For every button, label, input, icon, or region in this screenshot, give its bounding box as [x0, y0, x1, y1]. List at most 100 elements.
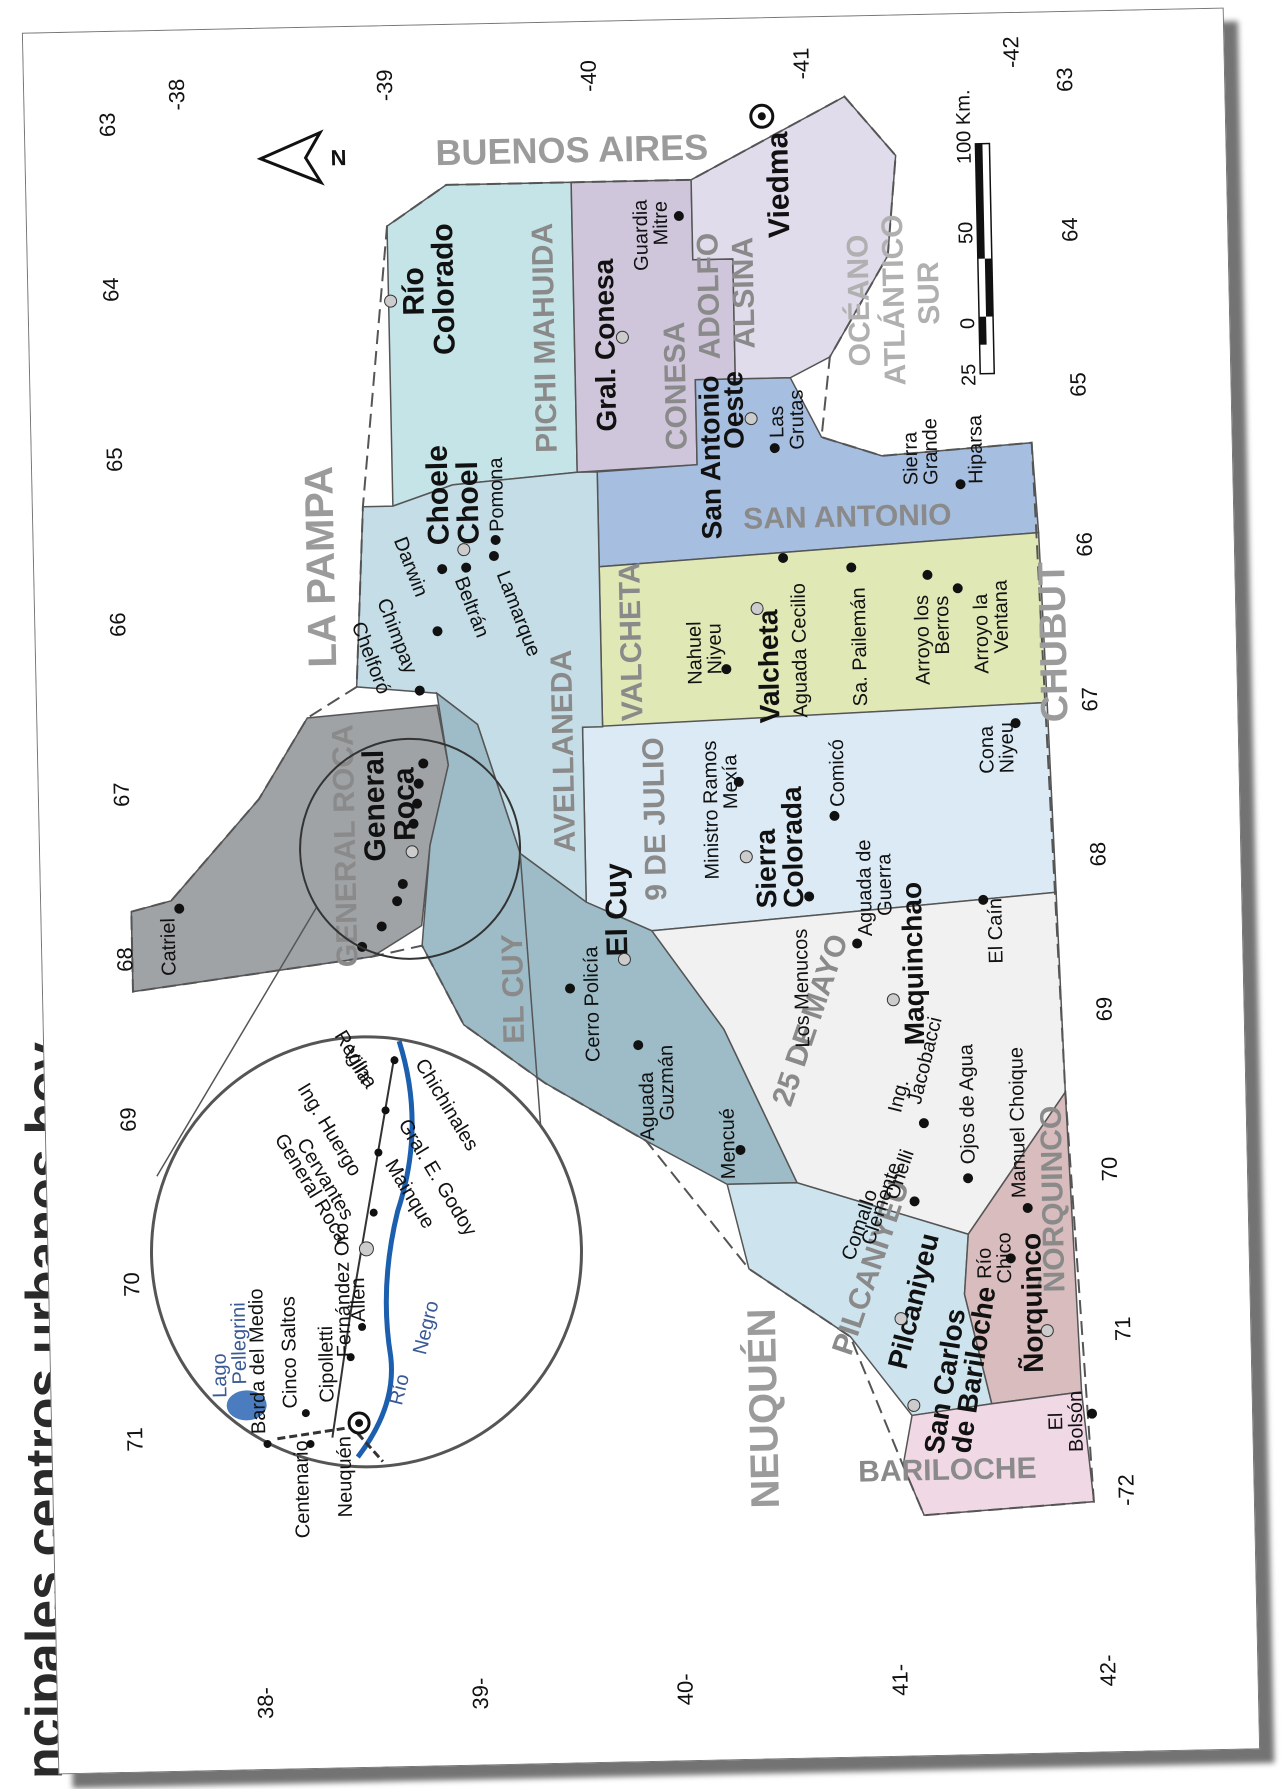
inset-allen: Allen — [347, 1277, 370, 1322]
lat-left-39: 39- — [467, 1677, 493, 1709]
map-canvas[interactable]: BUENOS AIRES LA PAMPA NEUQUÉN CHUBUT OCÉ… — [22, 8, 1260, 1774]
town-dot-icon — [369, 1208, 378, 1217]
town-catriel: Catriel — [157, 918, 180, 976]
department-seat-icon — [739, 850, 753, 864]
town-dot-icon — [408, 818, 419, 829]
town-aguada-cecilio: Aguada Cecilio — [788, 583, 813, 718]
lago-pellegrini — [226, 1390, 267, 1421]
lon-bottom-68: 68 — [1085, 842, 1111, 867]
town-dot-icon — [301, 1409, 310, 1418]
neighbor-chubut: CHUBUT — [1031, 561, 1076, 722]
seat-sierra: Sierra — [750, 828, 783, 908]
ocean-label: OCÉANO ATLÁNTICO SUR — [840, 214, 946, 386]
seat-gral-conesa: Gral. Conesa — [588, 258, 623, 432]
town-dot-icon — [735, 1144, 746, 1155]
town-niyeu: Niyeu — [703, 623, 726, 675]
capital-city-icon-center — [355, 1419, 364, 1428]
railway-line — [331, 1056, 396, 1438]
zoom-source-circle — [299, 737, 522, 960]
lon-bottom-63: 63 — [1052, 67, 1078, 92]
town-ministro-ramos: Ministro Ramos — [699, 740, 724, 879]
town-dot-icon — [432, 626, 443, 637]
seat-san-antonio: San Antonio — [693, 375, 727, 539]
inset-pellegrini: Pellegrini — [228, 1302, 252, 1385]
lon-bottom-69: 69 — [1091, 997, 1117, 1022]
scale-tick-25: 25 — [958, 364, 980, 387]
town-dot-icon — [488, 551, 499, 562]
town-dot-icon — [909, 1196, 920, 1207]
town-cona-niyeu: Niyeu — [996, 722, 1019, 774]
town-dot-icon — [955, 479, 966, 490]
town-dot-icon — [390, 1056, 399, 1065]
scale-tick-50: 50 — [955, 222, 977, 245]
ocean-line-2: ATLÁNTICO — [875, 214, 913, 386]
department-seat-icon — [405, 845, 419, 859]
town-sierra-grande-1: Sierra — [899, 431, 922, 486]
department-seat-icon — [744, 412, 758, 426]
lon-top-70: 70 — [119, 1272, 145, 1297]
town-dot-icon — [381, 1106, 390, 1115]
town-guzman: Guzmán — [655, 1045, 679, 1121]
department-seat-icon — [615, 330, 629, 344]
town-grutas: Grutas — [786, 389, 809, 449]
department-seat-icon — [617, 952, 631, 966]
town-las: Las — [766, 406, 789, 439]
department-seat-icon — [384, 294, 398, 308]
neighbor-la-pampa: LA PAMPA — [297, 466, 345, 668]
town-dot-icon — [852, 938, 863, 949]
seat-labels: General Roca El Cuy Choele Choel Río Col… — [357, 103, 1054, 1456]
dept-alsina: ALSINA — [726, 237, 761, 349]
dept-nueve-de-julio: 9 DE JULIO — [637, 737, 673, 901]
scale-bar: 25 0 50 100 Km. — [952, 89, 996, 387]
town-bolson: Bolsón — [1065, 1391, 1088, 1453]
seat-maquinchao: Maquinchao — [896, 882, 930, 1046]
department-seat-icon — [907, 1398, 921, 1412]
region-adolfo-alsina[interactable] — [689, 95, 900, 380]
inset-neuquen: Neuquén — [333, 1436, 357, 1518]
dept-san-antonio: SAN ANTONIO — [743, 498, 952, 535]
town-comico: Comicó — [826, 739, 849, 807]
town-ventana: Ventana — [990, 579, 1014, 654]
seat-oeste: Oeste — [717, 371, 750, 449]
town-hiparsa: Hiparsa — [964, 414, 987, 484]
seat-colorada: Colorada — [776, 786, 810, 908]
town-dot-icon — [397, 878, 408, 889]
seat-colorado: Colorado — [426, 223, 462, 355]
inset-cinco-saltos: Cinco Saltos — [277, 1296, 301, 1409]
dept-norquinco: ÑORQUINCO — [1034, 1105, 1072, 1292]
inset-fernandez-oro: Fernández Oro — [331, 1223, 356, 1358]
town-dot-icon — [412, 798, 423, 809]
lon-top-63: 63 — [95, 112, 121, 137]
dept-bariloche: BARILOCHE — [858, 1452, 1037, 1489]
town-dot-icon — [918, 1118, 929, 1129]
town-mamuel-choique: Mamuel Choique — [1005, 1047, 1030, 1199]
dept-conesa: CONESA — [658, 321, 694, 450]
town-dot-icon — [174, 903, 185, 914]
inset-centenario: Centenario — [290, 1440, 314, 1538]
north-arrow-label: N — [330, 145, 346, 170]
department-regions — [130, 95, 1095, 1516]
town-dot-icon — [461, 562, 472, 573]
lon-bottom-66: 66 — [1072, 532, 1098, 557]
department-seat-icon — [1040, 1324, 1054, 1338]
lat-left-41: 41- — [887, 1664, 913, 1696]
dept-el-cuy: EL CUY — [496, 934, 531, 1044]
lon-top-69: 69 — [115, 1107, 141, 1132]
rio-negro-river — [355, 1040, 415, 1459]
lon-bottom-72: -72 — [1113, 1474, 1139, 1506]
lat-right-39: -39 — [372, 69, 398, 101]
ocean-line-3: SUR — [912, 261, 946, 325]
town-sierra-grande-2: Grande — [919, 418, 942, 485]
town-dot-icon — [413, 778, 424, 789]
lat-left-40: 40- — [672, 1673, 698, 1705]
town-dot-icon — [673, 211, 684, 222]
neighbor-neuquen: NEUQUÉN — [739, 1308, 788, 1509]
town-dot-icon — [778, 552, 789, 563]
town-dot-icon — [1005, 1253, 1016, 1264]
town-pomona: Pomona — [485, 456, 509, 532]
town-arroyo-los: Arroyo los — [911, 595, 935, 685]
seat-rio: Río — [397, 267, 431, 316]
town-berros: Berros — [931, 595, 954, 654]
seat-general: General — [357, 749, 392, 861]
ocean-line-1: OCÉANO — [840, 234, 877, 366]
